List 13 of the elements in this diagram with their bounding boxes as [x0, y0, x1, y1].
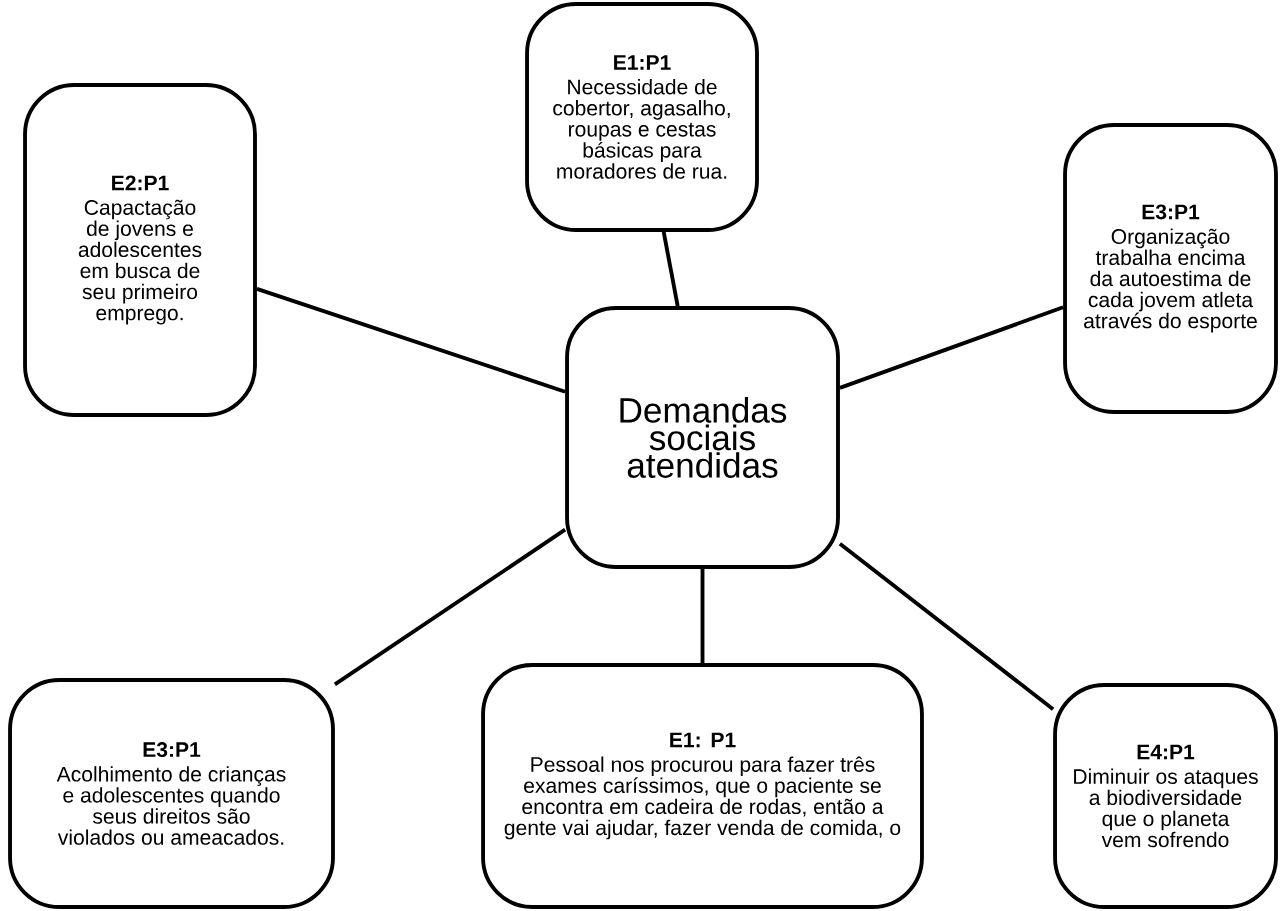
process-box: E1: P1 Pessoal nos procurou para fazer três exames caríssimos, que o paciente se encontra em cadeira de rodas, então a gente vai ajudar, fazer venda de comida, o: [481, 663, 924, 909]
process-box: E1:P1 Necessidade de cobertor, agasalho, roupas e cestas básicas para moradores de rua.: [525, 2, 759, 232]
process-box: E3:P1 Acolhimento de crianças e adolescentes quando seus direitos são violados ou ameacados.: [8, 678, 335, 909]
connector-line: [839, 305, 1064, 390]
connector-line: [700, 568, 705, 664]
connector-line: [838, 542, 1055, 711]
process-box: E2:P1 Capactação de jovens e adolescentes em busca de seu primeiro emprego.: [23, 83, 257, 417]
process-box: Demandas sociais atendidas: [565, 306, 840, 569]
connector-line: [661, 231, 680, 307]
connector-line: [256, 287, 566, 394]
process-box: E3:P1 Organização trabalha encima da autoestima de cada jovem atleta através do esporte: [1063, 123, 1278, 414]
process-box: E4:P1 Diminuir os ataques a biodiversidade que o planeta vem sofrendo: [1053, 683, 1278, 909]
connector-line: [333, 528, 567, 686]
